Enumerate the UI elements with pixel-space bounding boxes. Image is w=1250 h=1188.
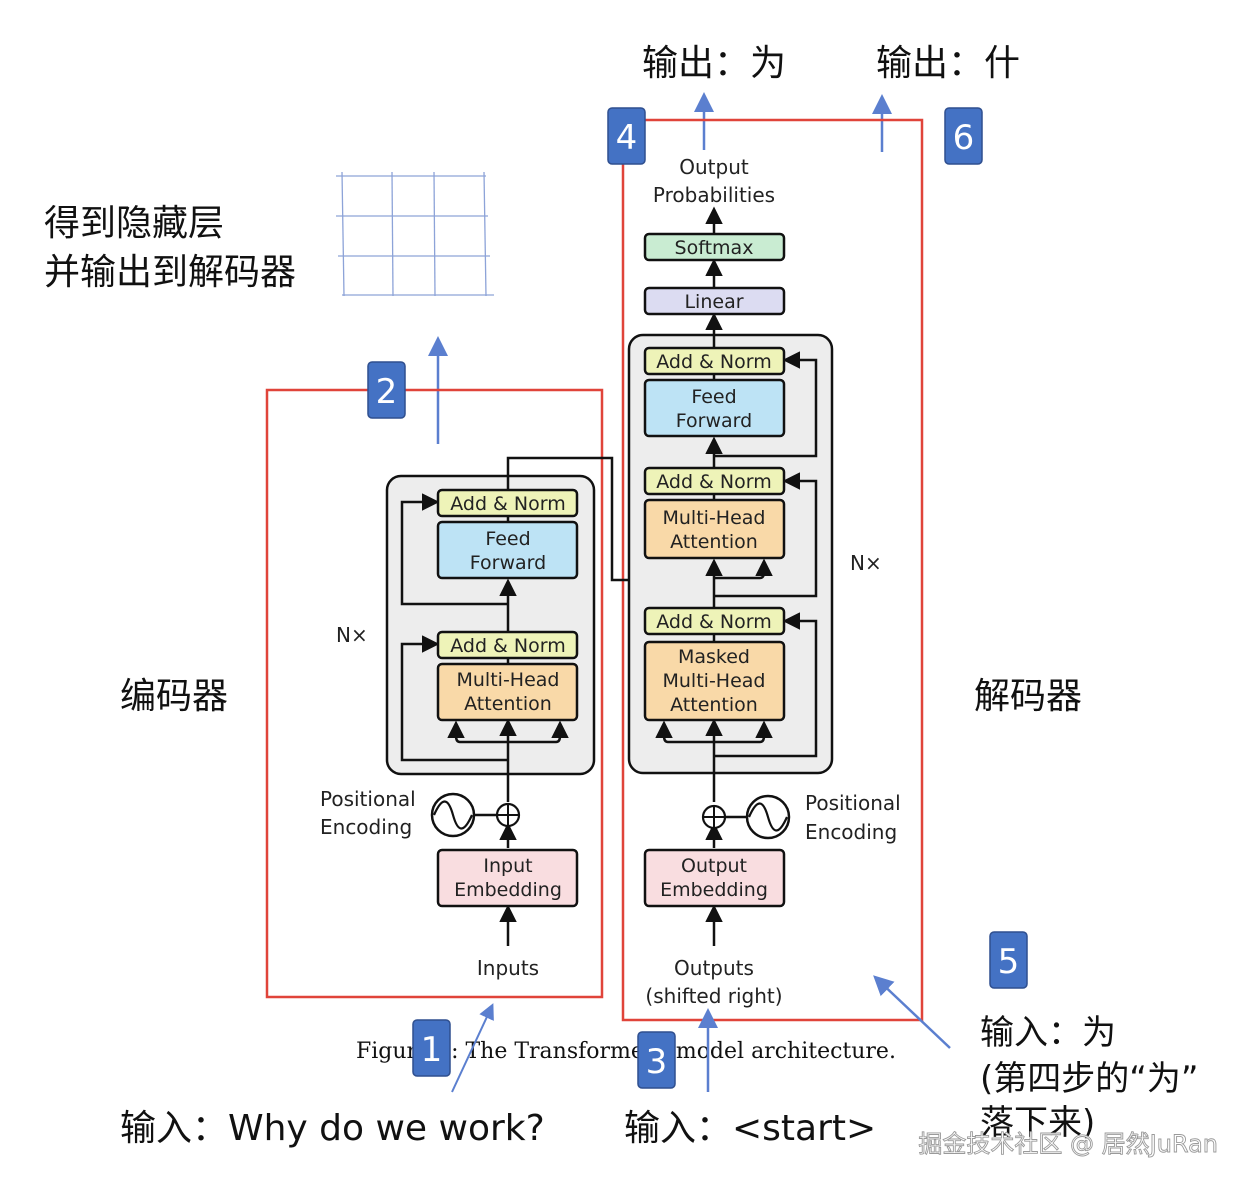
encoder-embedding-l2: Embedding <box>454 879 562 901</box>
svg-text:5: 5 <box>998 942 1020 982</box>
encoder-input-text: 输入：Why do we work? <box>120 1108 545 1149</box>
step1-arrow <box>451 1003 494 1093</box>
encoder-residual-bottom <box>400 635 508 762</box>
encoder-inputs-label: Inputs <box>477 956 539 980</box>
decoder-add-norm-3 <box>643 346 786 376</box>
step-badge-3: 3 <box>637 1031 676 1089</box>
encoder-feed-forward-l1: Feed <box>485 528 530 550</box>
decoder-residual-bottom <box>714 612 818 758</box>
svg-text:6: 6 <box>953 118 975 158</box>
decoder-positional-l1: Positional <box>805 791 901 815</box>
decoder-add-norm-1 <box>643 606 786 636</box>
encoder-attention <box>436 662 579 722</box>
decoder-outputs-l1: Outputs <box>674 956 754 980</box>
svg-text:3: 3 <box>646 1042 668 1082</box>
encoder-add-norm-bottom-label: Add & Norm <box>450 635 566 657</box>
decoder-feed-forward-l1: Feed <box>691 386 736 408</box>
decoder-residual-top <box>714 351 818 458</box>
step5-input-line2: (第四步的“为” <box>980 1059 1199 1099</box>
encoder-stack <box>385 474 596 776</box>
encoder-positional-l1: Positional <box>320 787 416 811</box>
decoder-add-norm-2 <box>643 466 786 496</box>
decoder-masked-l3: Attention <box>670 694 758 716</box>
decoder-input-text: 输入：<start> <box>624 1108 876 1149</box>
encoder-add-norm-top <box>436 488 579 518</box>
decoder-side-label: 解码器 <box>974 676 1082 717</box>
decoder-nx-label: N× <box>850 551 882 575</box>
encoder-embedding-l1: Input <box>483 855 532 877</box>
decoder-cross-attention <box>643 498 786 560</box>
encoder-attn-split-right <box>508 720 569 744</box>
encoder-side-label: 编码器 <box>120 676 228 717</box>
step-badge-2: 2 <box>367 361 406 419</box>
decoder-positional-wave-icon <box>745 794 791 840</box>
decoder-softmax <box>643 232 786 262</box>
hidden-state-line1: 得到隐藏层 <box>44 203 224 244</box>
decoder-attention-l1: Multi-Head <box>663 507 766 529</box>
decoder-cross-split <box>714 558 773 580</box>
encoder-input-embedding <box>436 848 579 908</box>
decoder-masked-attention <box>643 640 786 722</box>
decoder-frame <box>621 118 924 1022</box>
decoder-add-norm-2-label: Add & Norm <box>656 471 772 493</box>
decoder-add-norm-1-label: Add & Norm <box>656 611 772 633</box>
decoder-output-probs-l1: Output <box>679 155 749 179</box>
decoder-residual-middle <box>714 472 818 598</box>
decoder-embedding-l1: Output <box>681 855 747 877</box>
decoder-masked-split-right <box>714 720 773 744</box>
encoder-residual-top <box>400 493 508 606</box>
encoder-frame <box>265 388 604 999</box>
watermark: 掘金技术社区 @ 居然JuRan <box>918 1130 1218 1158</box>
decoder-masked-l2: Multi-Head <box>663 670 766 692</box>
encoder-add-icon <box>495 802 521 828</box>
decoder-feed-forward <box>643 378 786 438</box>
svg-text:2: 2 <box>376 372 398 412</box>
decoder-positional-l2: Encoding <box>805 820 897 844</box>
decoder-masked-l1: Masked <box>678 646 750 668</box>
svg-text:4: 4 <box>616 118 638 158</box>
decoder-attention-l2: Attention <box>670 531 758 553</box>
decoder-output-probs-l2: Probabilities <box>653 183 775 207</box>
step5-arrow <box>873 975 951 1049</box>
decoder-output-embedding <box>643 848 786 908</box>
decoder-add-norm-3-label: Add & Norm <box>656 351 772 373</box>
hidden-state-line2: 并输出到解码器 <box>44 252 296 293</box>
decoder-masked-split-left <box>655 720 714 744</box>
step5-input-line1: 输入：为 <box>980 1013 1116 1053</box>
output-label-left: 输出：为 <box>642 43 786 84</box>
encoder-feed-forward <box>436 520 579 580</box>
step-badge-1: 1 <box>412 1019 451 1077</box>
decoder-add-icon <box>701 804 727 830</box>
step-badge-4: 4 <box>607 107 646 165</box>
step-badge-5: 5 <box>989 931 1028 989</box>
encoder-attn-split <box>447 720 508 744</box>
decoder-softmax-label: Softmax <box>675 237 754 259</box>
encoder-attention-l1: Multi-Head <box>457 669 560 691</box>
decoder-outputs-l2: (shifted right) <box>645 984 782 1008</box>
encoder-positional-wave-icon <box>430 792 476 838</box>
step5-input-line3: 落下来) <box>980 1103 1095 1143</box>
encoder-attention-l2: Attention <box>464 693 552 715</box>
decoder-feed-forward-l2: Forward <box>676 410 752 432</box>
svg-text:1: 1 <box>421 1030 443 1070</box>
output-label-right: 输出：什 <box>876 43 1020 84</box>
decoder-linear <box>643 286 786 316</box>
encoder-nx-label: N× <box>336 623 368 647</box>
encoder-add-norm-bottom <box>436 630 579 660</box>
encoder-feed-forward-l2: Forward <box>470 552 546 574</box>
encoder-add-norm-top-label: Add & Norm <box>450 493 566 515</box>
decoder-embedding-l2: Embedding <box>660 879 768 901</box>
decoder-linear-label: Linear <box>684 291 743 313</box>
encoder-positional-l2: Encoding <box>320 815 412 839</box>
step-badge-6: 6 <box>944 107 983 165</box>
hidden-state-grid <box>336 171 494 297</box>
